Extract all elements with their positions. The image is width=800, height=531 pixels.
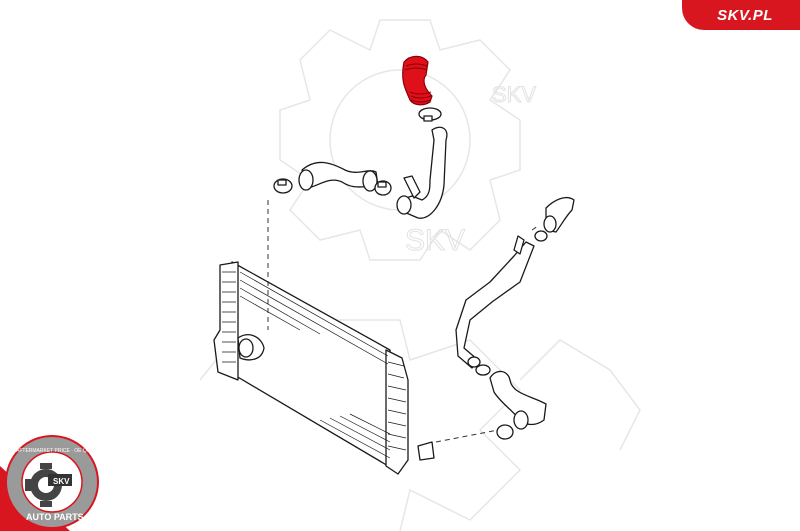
watermark-text: SKV xyxy=(492,82,536,107)
badge-bottom-text: AUTO PARTS xyxy=(26,512,84,522)
brand-site-label: SKV.PL xyxy=(717,6,773,24)
hose-clamp-right-bottom-1[interactable] xyxy=(475,364,491,376)
metal-pipe-right[interactable] xyxy=(455,241,535,369)
hose-clamp-right-top[interactable] xyxy=(534,230,548,242)
metal-charge-pipe[interactable] xyxy=(399,126,448,219)
hose-clamp-left-2[interactable] xyxy=(374,180,392,196)
red-charge-air-hose[interactable] xyxy=(402,55,433,106)
badge-center-text: SKV xyxy=(53,477,70,486)
watermark-text: SKV xyxy=(405,224,465,257)
badge-top-text: AFTERMARKET PRICE · OE QUALITY xyxy=(16,448,105,454)
hose-clamp-right-bottom-2[interactable] xyxy=(496,424,514,440)
intercooler[interactable] xyxy=(213,261,435,475)
hose-clamp-upper[interactable] xyxy=(418,107,442,122)
assembly-guide-lines xyxy=(267,200,539,443)
hose-clamp-left-1[interactable] xyxy=(273,178,293,194)
rubber-hose-right-bottom[interactable] xyxy=(489,370,547,426)
skv-auto-parts-badge: SKV AFTERMARKET PRICE · OE QUALITY AUTO … xyxy=(0,435,105,531)
brand-tag[interactable]: SKV.PL xyxy=(682,0,800,30)
